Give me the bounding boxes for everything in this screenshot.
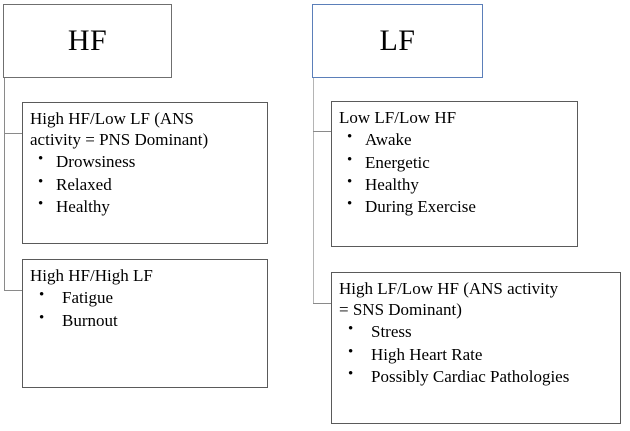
connector-stub-lf-2 — [313, 303, 332, 304]
list-item: Healthy — [30, 195, 261, 218]
bullet-list: Drowsiness Relaxed Healthy — [30, 150, 261, 218]
list-item: Energetic — [339, 150, 571, 174]
list-item: Relaxed — [30, 173, 261, 196]
list-item: Burnout — [30, 308, 261, 332]
header-box-hf[interactable]: HF — [3, 4, 172, 78]
box-title: High HF/High LF — [30, 266, 153, 285]
content-box-hf-high-hf-low-lf[interactable]: High HF/Low LF (ANS activity = PNS Domin… — [22, 102, 268, 244]
header-label-hf: HF — [67, 24, 108, 57]
connector-stub-hf-2 — [4, 290, 23, 291]
list-item: During Exercise — [339, 195, 571, 218]
connector-stub-lf-1 — [313, 131, 332, 132]
list-item: Drowsiness — [30, 150, 261, 173]
bullet-list: Fatigue Burnout — [30, 286, 261, 332]
connector-vertical-lf — [313, 78, 314, 303]
header-box-lf[interactable]: LF — [312, 4, 483, 78]
connector-stub-hf-1 — [4, 133, 23, 134]
box-title: High HF/Low LF (ANS activity = PNS Domin… — [30, 109, 209, 150]
connector-vertical-hf — [4, 78, 5, 290]
header-label-lf: LF — [379, 24, 416, 57]
list-item: Fatigue — [30, 286, 261, 309]
list-item: Awake — [339, 128, 571, 151]
list-item: Possibly Cardiac Pathologies — [339, 365, 614, 388]
bullet-list: Awake Energetic Healthy During Exercise — [339, 128, 571, 219]
box-title: High LF/Low HF (ANS activity = SNS Domin… — [339, 279, 559, 320]
bullet-list: Stress High Heart Rate Possibly Cardiac … — [339, 320, 614, 388]
list-item: Healthy — [339, 173, 571, 196]
box-title: Low LF/Low HF — [339, 108, 457, 127]
content-box-lf-low-lf-low-hf[interactable]: Low LF/Low HF Awake Energetic Healthy Du… — [331, 101, 578, 247]
list-item: High Heart Rate — [339, 343, 614, 366]
list-item: Stress — [339, 320, 614, 343]
content-box-hf-high-hf-high-lf[interactable]: High HF/High LF Fatigue Burnout — [22, 259, 268, 388]
content-box-lf-high-lf-low-hf[interactable]: High LF/Low HF (ANS activity = SNS Domin… — [331, 272, 621, 424]
